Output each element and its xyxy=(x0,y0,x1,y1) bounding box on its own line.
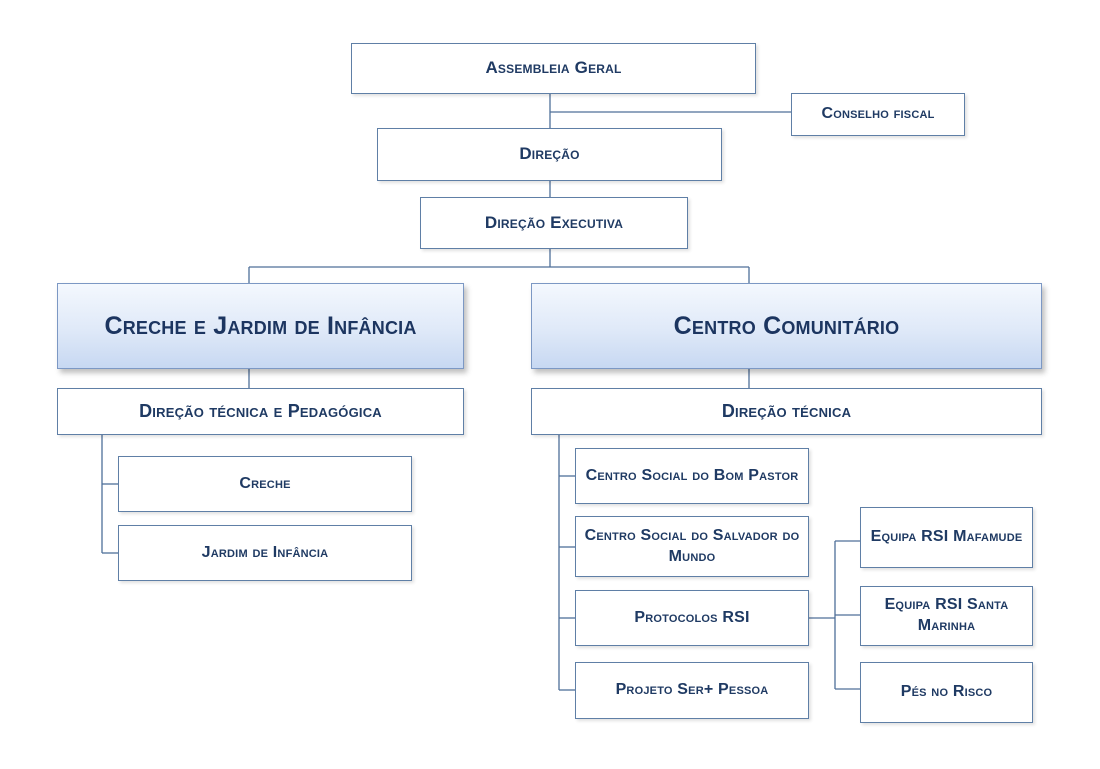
direcao-tecnica-box: Direção técnica xyxy=(531,388,1042,435)
creche-label: Creche xyxy=(239,474,291,492)
projeto-ser-pessoa-label: Projeto Ser+ Pessoa xyxy=(615,681,769,699)
creche-jardim-title: Creche e Jardim de Infância xyxy=(104,311,417,340)
jardim-infancia-box: Jardim de Infância xyxy=(118,525,412,581)
assembleia-geral-label: Assembleia Geral xyxy=(485,58,622,78)
centro-social-bom-pastor-label: Centro Social do Bom Pastor xyxy=(585,466,799,484)
assembleia-geral-box: Assembleia Geral xyxy=(351,43,756,94)
creche-box: Creche xyxy=(118,456,412,512)
conselho-fiscal-box: Conselho fiscal xyxy=(791,93,965,136)
direcao-tecnica-label: Direção técnica xyxy=(721,400,852,421)
equipa-rsi-mafamude-label: Equipa RSI Mafamude xyxy=(870,528,1023,546)
protocolos-rsi-box: Protocolos RSI xyxy=(575,590,809,646)
centro-comunitario-title: Centro Comunitário xyxy=(673,311,900,340)
equipa-rsi-santa-marinha-label: Equipa RSI Santa Marinha xyxy=(884,596,1009,634)
pes-no-risco-box: Pés no Risco xyxy=(860,662,1033,723)
centro-social-salvador-label: Centro Social do Salvador do Mundo xyxy=(584,526,800,565)
conselho-fiscal-label: Conselho fiscal xyxy=(821,105,935,123)
direcao-executiva-label: Direção Executiva xyxy=(484,212,624,232)
centro-comunitario-box: Centro Comunitário xyxy=(531,283,1042,369)
equipa-rsi-santa-marinha-box: Equipa RSI Santa Marinha xyxy=(860,586,1033,646)
creche-jardim-box: Creche e Jardim de Infância xyxy=(57,283,464,369)
centro-social-salvador-box: Centro Social do Salvador do Mundo xyxy=(575,516,809,577)
projeto-ser-pessoa-box: Projeto Ser+ Pessoa xyxy=(575,662,809,719)
centro-social-bom-pastor-box: Centro Social do Bom Pastor xyxy=(575,448,809,504)
protocolos-rsi-label: Protocolos RSI xyxy=(634,608,750,626)
direcao-executiva-box: Direção Executiva xyxy=(420,197,688,249)
direcao-tecnica-pedagogica-label: Direção técnica e Pedagógica xyxy=(139,400,382,421)
direcao-box: Direção xyxy=(377,128,722,181)
pes-no-risco-label: Pés no Risco xyxy=(900,683,993,701)
equipa-rsi-mafamude-box: Equipa RSI Mafamude xyxy=(860,507,1033,568)
direcao-label: Direção xyxy=(519,144,580,164)
direcao-tecnica-pedagogica-box: Direção técnica e Pedagógica xyxy=(57,388,464,435)
jardim-infancia-label: Jardim de Infância xyxy=(201,543,329,561)
